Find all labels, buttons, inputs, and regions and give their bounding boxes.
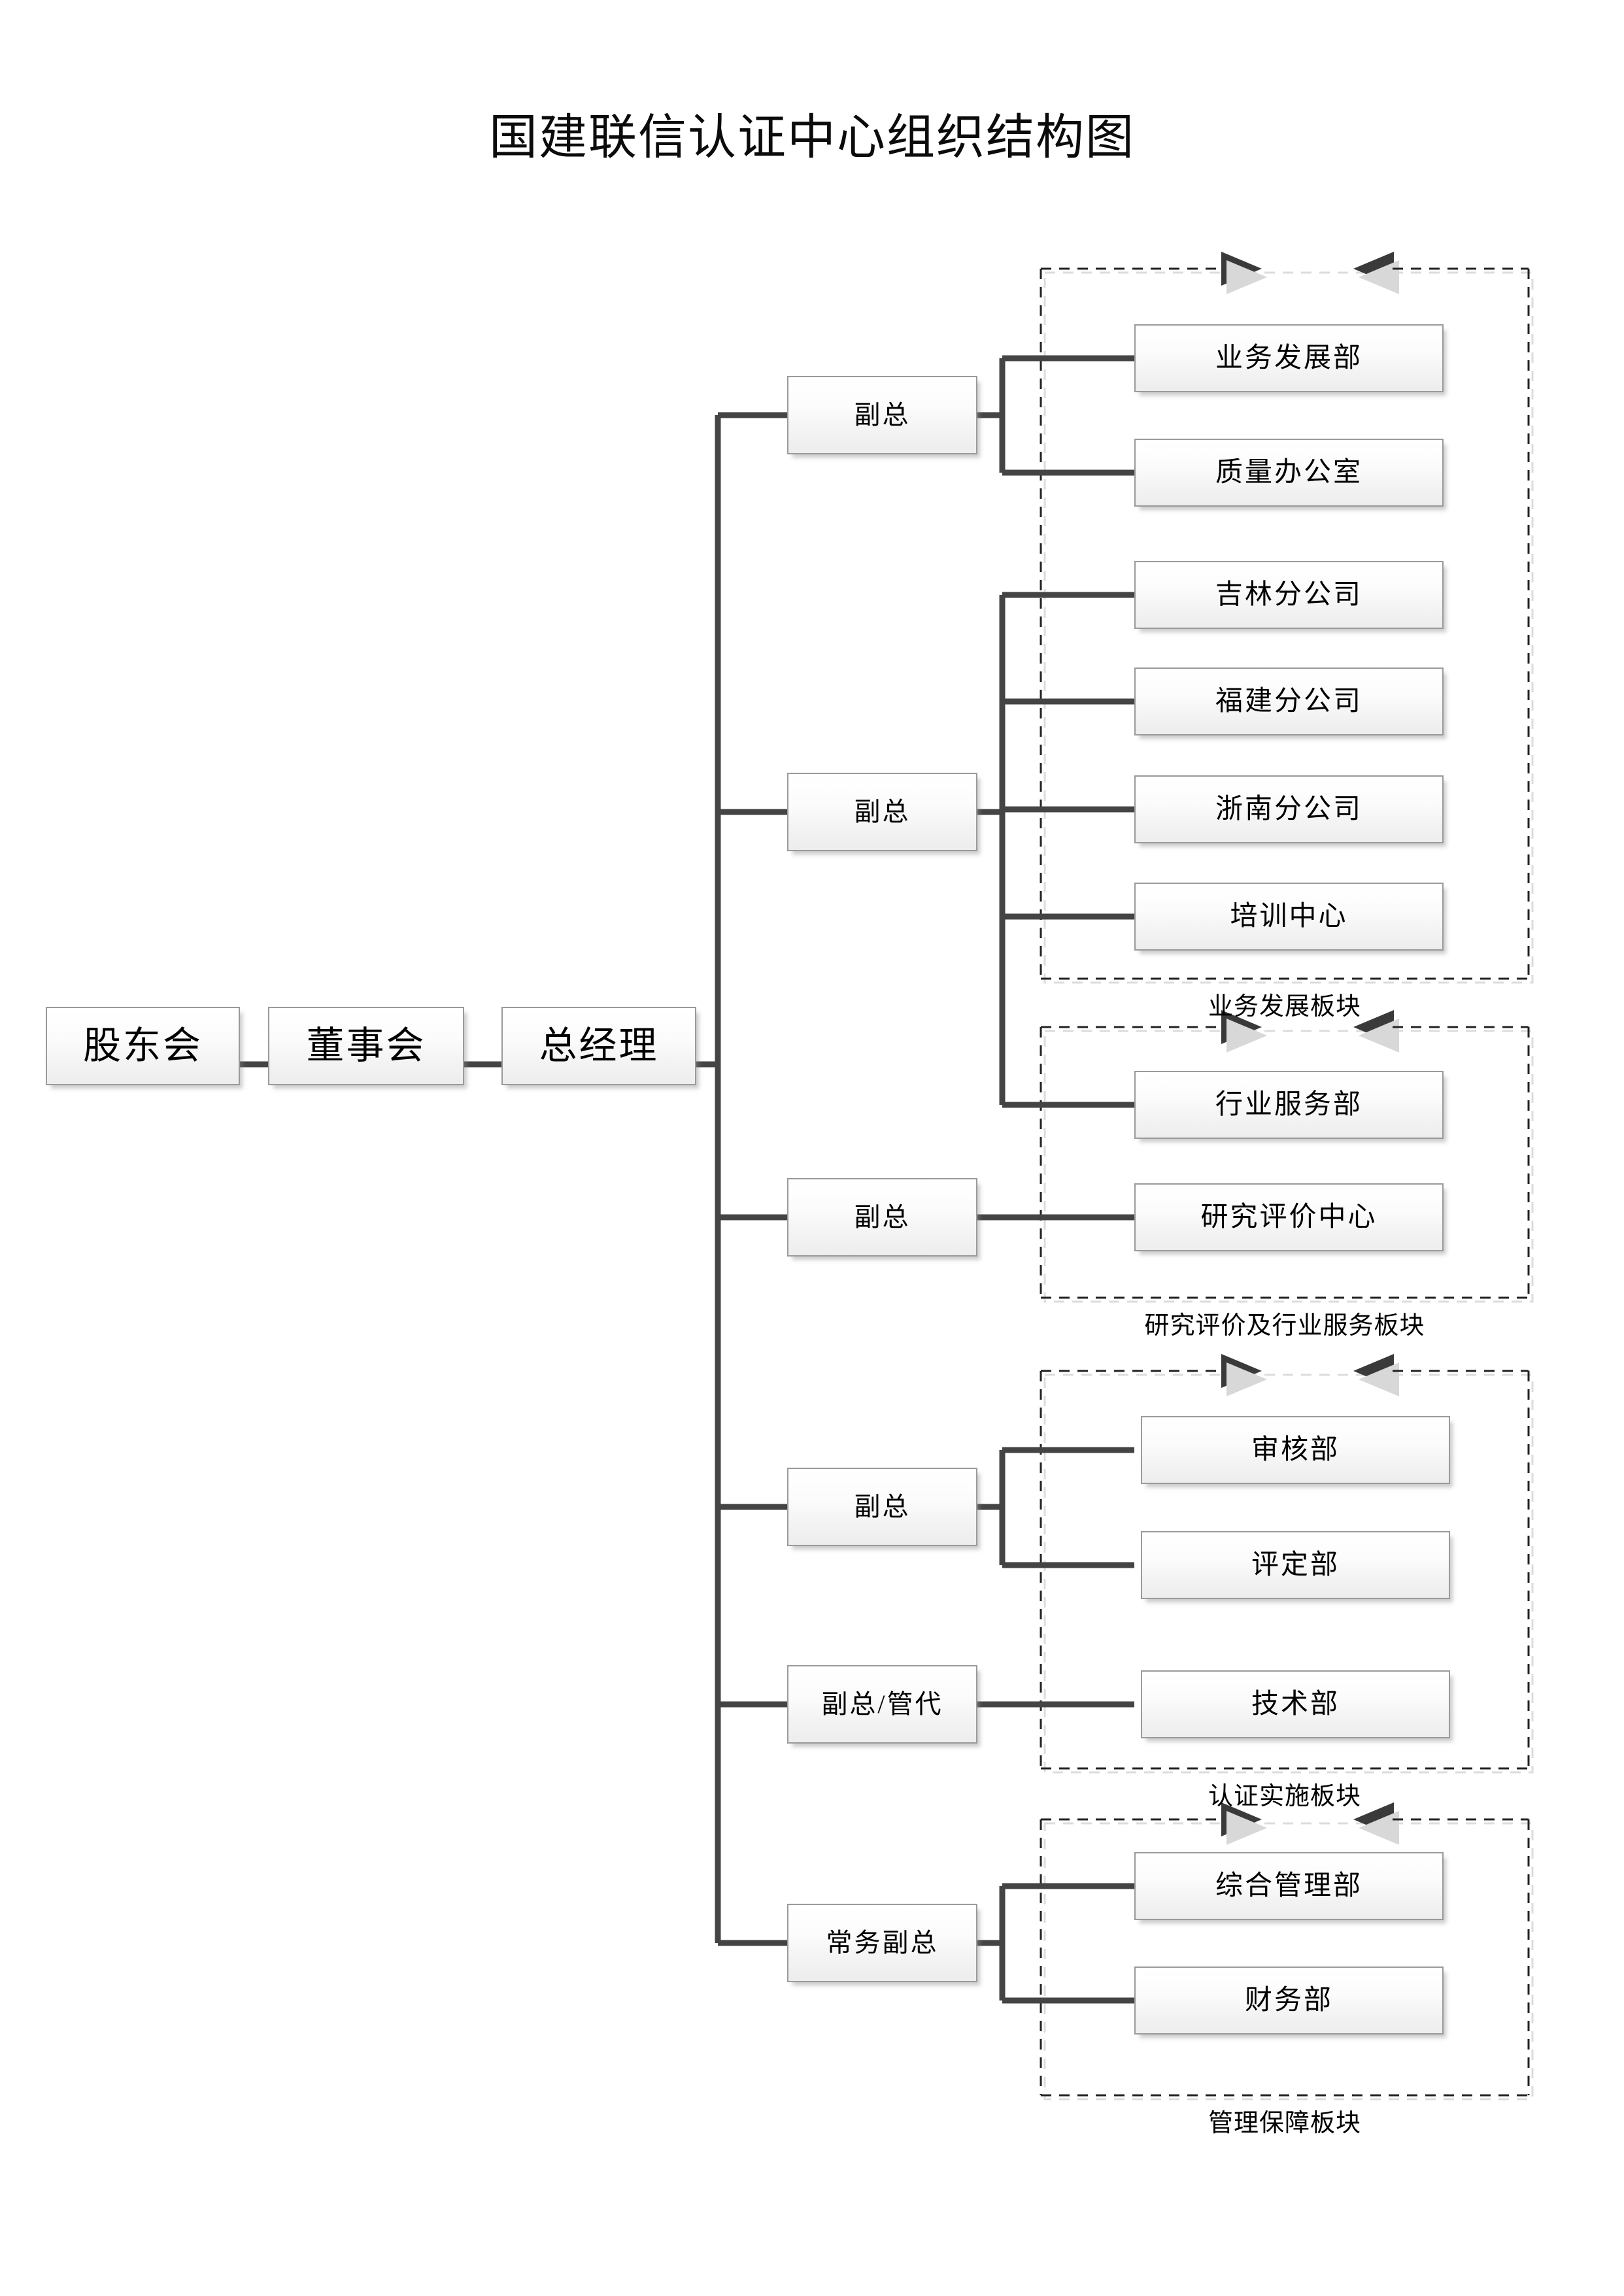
node-dept-technology-label: 技术部 xyxy=(1251,1689,1340,1719)
node-dept-industry-service-label: 行业服务部 xyxy=(1215,1089,1362,1120)
node-dept-finance-label: 财务部 xyxy=(1244,1985,1333,2016)
node-vp-1-label: 副总 xyxy=(854,400,911,430)
node-dept-jilin-branch-label: 吉林分公司 xyxy=(1215,579,1362,610)
node-dept-quality-office-label: 质量办公室 xyxy=(1215,457,1362,488)
node-vp-1[interactable]: 副总 xyxy=(787,376,977,454)
node-board[interactable]: 董事会 xyxy=(268,1007,464,1085)
node-dept-administration[interactable]: 综合管理部 xyxy=(1134,1852,1444,1920)
group-boundary-mgmt xyxy=(1040,1802,1530,2097)
node-dept-training-center-label: 培训中心 xyxy=(1230,901,1348,932)
page-title: 国建联信认证中心组织结构图 xyxy=(489,111,1135,165)
node-dept-audit[interactable]: 审核部 xyxy=(1141,1416,1450,1484)
node-board-label: 董事会 xyxy=(306,1024,426,1067)
group-boundary-research xyxy=(1040,1010,1530,1299)
node-executive-vp[interactable]: 常务副总 xyxy=(787,1904,977,1982)
node-dept-jilin-branch[interactable]: 吉林分公司 xyxy=(1134,561,1444,629)
org-connectors xyxy=(240,355,1134,2004)
node-dept-finance[interactable]: 财务部 xyxy=(1134,1967,1444,2034)
node-dept-research-evaluation-label: 研究评价中心 xyxy=(1200,1202,1378,1232)
node-dept-fujian-branch-label: 福建分公司 xyxy=(1215,686,1362,717)
node-vp-2[interactable]: 副总 xyxy=(787,773,977,851)
node-general-manager[interactable]: 总经理 xyxy=(501,1007,696,1085)
node-shareholders-label: 股东会 xyxy=(82,1024,203,1067)
node-vp-4[interactable]: 副总 xyxy=(787,1468,977,1546)
group-label-research: 研究评价及行业服务板块 xyxy=(1144,1312,1425,1340)
node-dept-zhenan-branch-label: 浙南分公司 xyxy=(1215,794,1362,824)
node-vp-2-label: 副总 xyxy=(854,797,911,826)
node-dept-research-evaluation[interactable]: 研究评价中心 xyxy=(1134,1183,1444,1251)
node-dept-fujian-branch[interactable]: 福建分公司 xyxy=(1134,667,1444,735)
node-vp-management-rep[interactable]: 副总/管代 xyxy=(787,1665,977,1744)
node-vp-management-rep-label: 副总/管代 xyxy=(821,1689,943,1719)
node-dept-assessment[interactable]: 评定部 xyxy=(1141,1531,1450,1599)
node-shareholders[interactable]: 股东会 xyxy=(46,1007,240,1085)
node-general-manager-label: 总经理 xyxy=(539,1024,659,1067)
node-dept-quality-office[interactable]: 质量办公室 xyxy=(1134,439,1444,507)
node-dept-training-center[interactable]: 培训中心 xyxy=(1134,883,1444,951)
node-dept-industry-service[interactable]: 行业服务部 xyxy=(1134,1071,1444,1139)
group-boundary-bizdev xyxy=(1040,252,1530,980)
node-vp-3[interactable]: 副总 xyxy=(787,1178,977,1257)
node-vp-3-label: 副总 xyxy=(854,1202,911,1232)
node-dept-administration-label: 综合管理部 xyxy=(1215,1870,1362,1901)
node-dept-technology[interactable]: 技术部 xyxy=(1141,1670,1450,1738)
group-label-certimpl: 认证实施板块 xyxy=(1208,1783,1361,1810)
group-boundary-certimpl xyxy=(1040,1354,1530,1770)
group-boundary-shadows xyxy=(1043,271,1534,2101)
group-label-mgmt: 管理保障板块 xyxy=(1208,2110,1361,2137)
node-dept-zhenan-branch[interactable]: 浙南分公司 xyxy=(1134,775,1444,843)
node-dept-bizdev[interactable]: 业务发展部 xyxy=(1134,324,1444,392)
node-vp-4-label: 副总 xyxy=(854,1492,911,1521)
node-dept-audit-label: 审核部 xyxy=(1251,1434,1340,1465)
group-label-bizdev: 业务发展板块 xyxy=(1208,993,1361,1021)
node-executive-vp-label: 常务副总 xyxy=(826,1928,939,1957)
node-dept-bizdev-label: 业务发展部 xyxy=(1215,343,1362,373)
node-dept-assessment-label: 评定部 xyxy=(1251,1549,1340,1580)
